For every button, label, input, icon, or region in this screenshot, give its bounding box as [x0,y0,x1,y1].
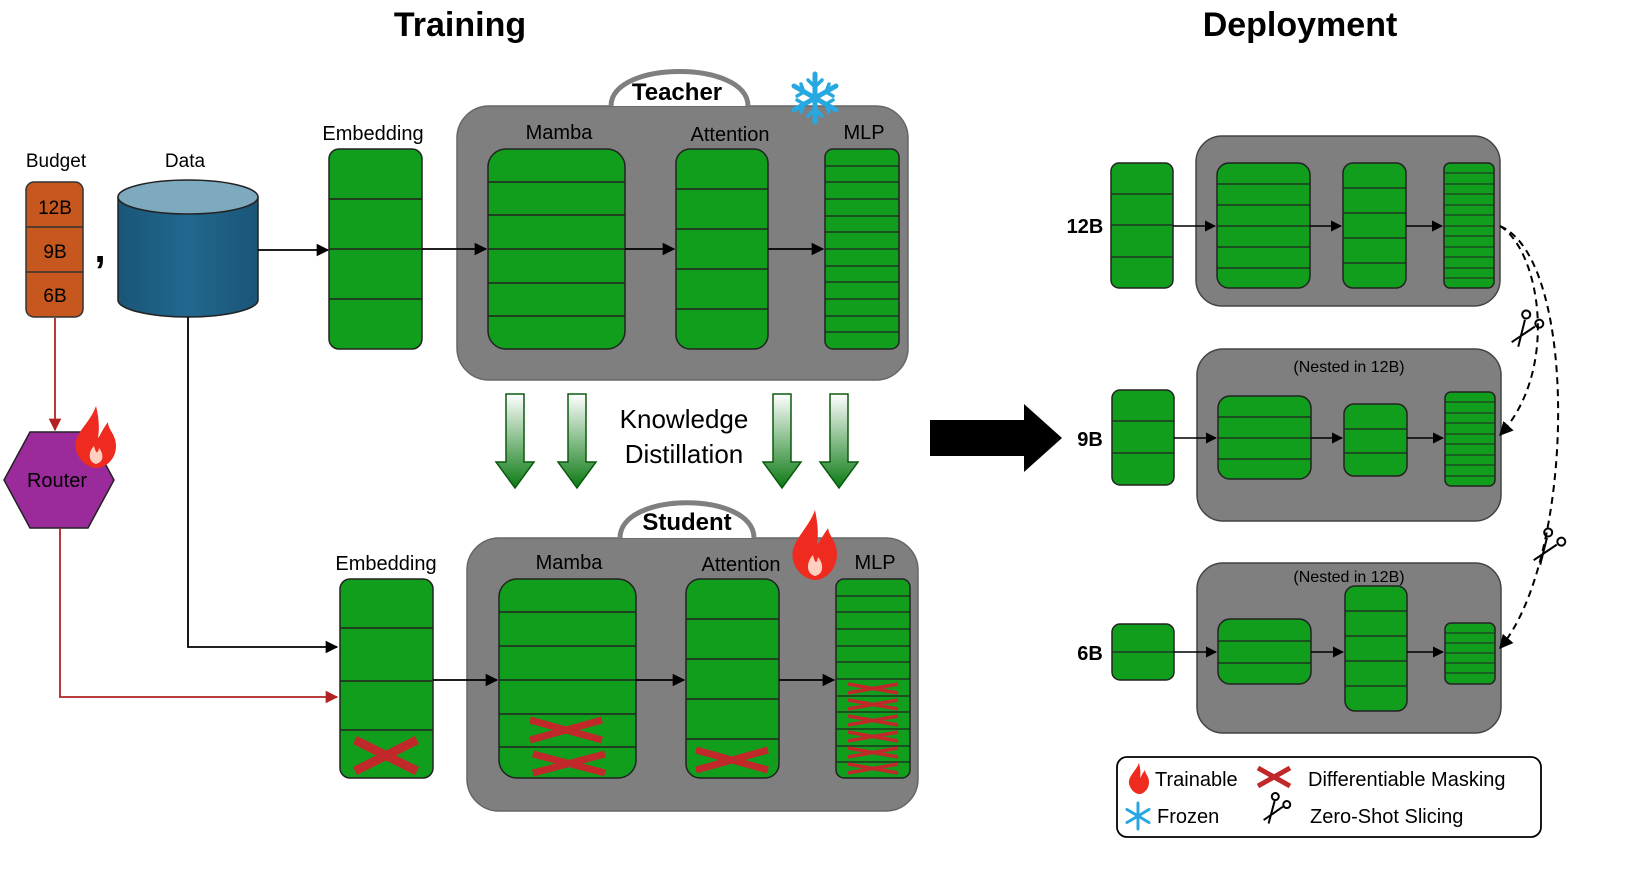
slice-9b-scissors-icon [1511,309,1545,348]
legend-scissors-icon [1263,792,1292,824]
student-embedding-label: Embedding [335,553,436,575]
data-label: Data [165,151,206,172]
router-label: Router [27,470,87,492]
student-label: Student [642,509,731,536]
teacher-label-tab [608,69,751,107]
deploy-9b-mlp-block [1444,391,1496,487]
comma-separator: , [94,227,105,271]
legend-masking-label: Differentiable Masking [1308,769,1506,791]
deploy-12b-embedding-block [1110,162,1174,289]
student-mlp-label: MLP [854,552,895,574]
teacher-embedding-block [328,148,423,350]
teacher-attention-block [675,148,769,350]
student-mamba-mask-icon [529,716,606,777]
teacher-mlp-label: MLP [843,122,884,144]
deployment-title: Deployment [1203,6,1398,44]
deploy-12b-mlp-block [1443,162,1495,289]
budget-option-9b: 9B [43,242,66,263]
training-title: Training [394,6,526,44]
legend-frozen-label: Frozen [1157,806,1219,828]
budget-option-6b: 6B [43,286,66,307]
student-mlp-mask-icon [847,682,899,775]
deploy-6b-label: 6B [1077,643,1103,665]
router-trainable-flame-icon [75,406,116,468]
slice-6b-scissors-icon [1533,527,1567,566]
deploy-9b-mamba-block [1217,395,1312,480]
data-cylinder [117,179,259,318]
deploy-12b-label: 12B [1067,216,1104,238]
legend-box [1116,756,1542,838]
deploy-6b-mamba-block [1217,618,1312,685]
deploy-6b-embedding-block [1111,623,1175,681]
teacher-label: Teacher [632,79,722,106]
training-to-deployment-arrow [930,404,1062,472]
budget-option-12b: 12B [38,198,72,219]
teacher-mamba-label: Mamba [526,122,594,144]
student-mlp-block [835,578,911,779]
teacher-frozen-snowflake-icon [791,71,839,125]
student-attention-label: Attention [702,554,781,576]
student-attention-block [685,578,780,779]
student-label-tab [617,500,757,539]
distillation-arrows [494,393,860,490]
student-embedding-mask-icon [352,735,420,776]
student-mamba-label: Mamba [536,552,604,574]
legend-snowflake-icon [1125,801,1151,831]
student-mamba-block [498,578,637,779]
budget-selector [25,181,84,318]
deploy-6b-attention-block [1344,585,1408,712]
deploy-9b-label: 9B [1077,429,1103,451]
deploy-12b-attention-block [1342,162,1407,289]
teacher-attention-label: Attention [691,124,770,146]
student-attention-mask-icon [695,746,769,774]
teacher-embedding-label: Embedding [322,123,423,145]
student-embedding-block [339,578,434,779]
legend-slicing-label: Zero-Shot Slicing [1310,806,1463,828]
deploy-6b-mlp-block [1444,622,1496,685]
student-trainable-flame-icon [792,510,837,580]
teacher-mlp-block [824,148,900,350]
distillation-label-line1: Knowledge [620,404,749,434]
legend-flame-icon [1128,763,1149,794]
deploy-12b-mamba-block [1216,162,1311,289]
teacher-mamba-block [487,148,626,350]
slice-12b-to-9b-curve [1499,225,1539,437]
distillation-label-line2: Distillation [625,439,744,469]
slice-12b-to-6b-curve [1499,225,1560,650]
deploy-6b-nested-note: (Nested in 12B) [1293,569,1404,586]
legend-mask-icon [1256,765,1292,789]
legend-trainable-label: Trainable [1155,769,1238,791]
deploy-9b-embedding-block [1111,389,1175,486]
budget-label: Budget [26,151,87,172]
deploy-9b-nested-note: (Nested in 12B) [1293,359,1404,376]
deploy-9b-attention-block [1343,403,1408,477]
